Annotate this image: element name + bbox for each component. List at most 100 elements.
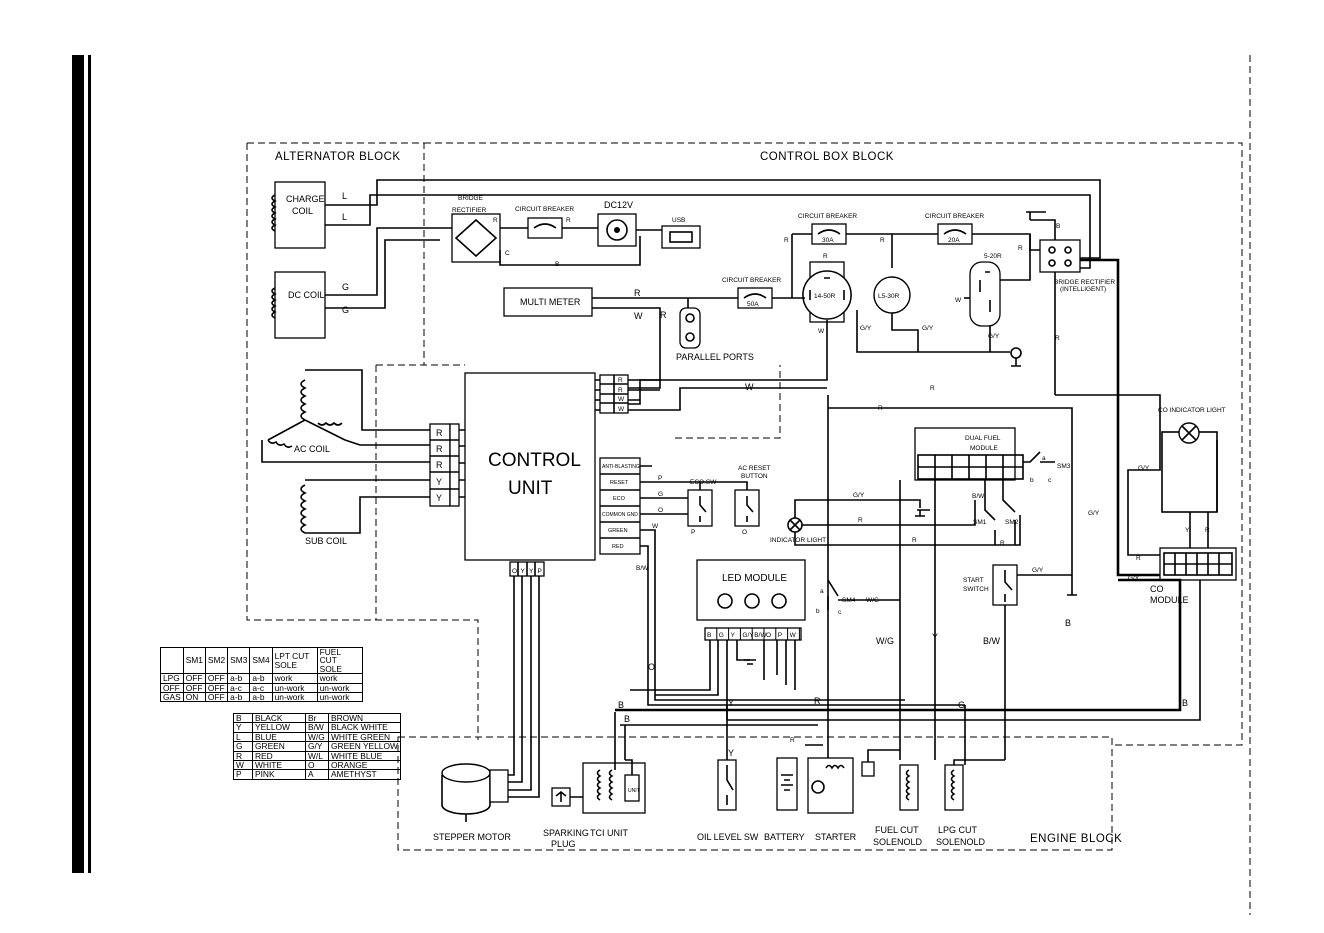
multi-meter: MULTI METER xyxy=(503,287,593,317)
tci-inner-unit-label: UNIT xyxy=(628,788,640,794)
color-legend-cell: Y xyxy=(233,722,253,733)
sm4-c: c xyxy=(838,609,842,616)
starter-relay xyxy=(861,761,875,777)
cb-20a-label: 20A xyxy=(948,237,960,244)
term-red: RED xyxy=(612,544,624,550)
led-pin-label: O xyxy=(766,632,771,639)
cu-term-w1: W xyxy=(618,396,625,403)
control-unit-label-1: CONTROL xyxy=(488,450,581,471)
starter-label: STARTER xyxy=(815,832,857,842)
battery: BATTERY xyxy=(764,757,805,842)
switch-table-cell: work xyxy=(271,673,318,684)
cu-term-w2: W xyxy=(618,406,625,413)
sm2-label: SM2 xyxy=(1005,519,1019,526)
co-module-label-2: MODULE xyxy=(1150,595,1189,605)
charge-coil-label-1: CHARGE xyxy=(286,194,325,204)
cb1-label: CIRCUIT BREAKER xyxy=(515,206,574,213)
cu-term-r2: R xyxy=(618,387,623,394)
switch-table-cell: a-b xyxy=(249,692,273,703)
ac-coil-label: AC COIL xyxy=(294,444,330,454)
oil-level-sw-label: OIL LEVEL SW xyxy=(697,832,759,842)
cu-pin-label: Y xyxy=(521,568,526,575)
wire-w-1450: W xyxy=(818,328,825,335)
color-legend-cell: BLACK WHITE xyxy=(328,722,401,733)
wire-r-sm1: R xyxy=(1000,540,1005,547)
fuel-cut-solenoid: FUEL CUT SOLENOLD xyxy=(873,764,923,847)
wire-r-cb1: R xyxy=(566,217,571,224)
term-r2: R xyxy=(436,444,443,454)
cb3-label: CIRCUIT BREAKER xyxy=(925,213,984,220)
wire-gy-ss: G/Y xyxy=(1032,567,1044,574)
wire-w-mm: W xyxy=(634,311,643,321)
br-intel-label-1: BRIDGE RECTIFIER xyxy=(1054,279,1115,286)
outlet-l5-30r: L5-30R xyxy=(873,276,911,314)
wire-g-eco: G xyxy=(658,491,663,498)
cu-pin-label: Y xyxy=(529,568,534,575)
sm2-switch: SM2 xyxy=(1002,479,1019,545)
led-pin-label: B/W xyxy=(754,632,767,639)
bridge-rectifier-label-1: BRIDGE xyxy=(458,195,484,202)
sm3-switch: SM3 a b c xyxy=(1023,451,1071,484)
ground-symbol-1 xyxy=(1010,347,1022,359)
sm3-label: SM3 xyxy=(1057,463,1071,470)
wire-r-vert: R xyxy=(1055,335,1060,342)
ground-symbol-2 xyxy=(915,509,930,517)
color-legend-cell: P xyxy=(233,769,253,780)
color-legend-cell: PINK xyxy=(252,769,306,780)
fuel-cut-label-1: FUEL CUT xyxy=(875,825,919,835)
color-legend-cell: GREEN xyxy=(252,741,306,752)
wire-r-co: R xyxy=(1205,527,1210,534)
fuel-cut-label-2: SOLENOLD xyxy=(873,837,923,847)
switch-table-cell: OFF xyxy=(204,673,229,684)
term-green: GREEN xyxy=(608,528,628,534)
start-switch-label-1: START xyxy=(963,577,984,584)
co-indicator-label: CO INDICATOR LIGHT xyxy=(1158,407,1226,414)
wire-y-oil: Y xyxy=(728,748,734,758)
br-intel-label-2: (INTELLIGENT) xyxy=(1060,286,1106,293)
ac-terminal-strip: R R R Y Y xyxy=(429,423,460,507)
switch-table-cell: un-work xyxy=(271,692,318,703)
switch-table-header-cell: SM2 xyxy=(204,646,229,675)
wire-l2: L xyxy=(342,212,347,222)
led-1 xyxy=(717,593,733,609)
control-box-block-border xyxy=(375,142,1243,746)
outlet-5-20r-label: 5-20R xyxy=(984,253,1002,260)
switch-table-header-cell xyxy=(160,646,184,675)
wire-r-ind: R xyxy=(858,517,863,524)
tci-unit: UNIT TCI UNIT xyxy=(582,762,646,838)
wire-r-dfm2: R xyxy=(878,405,883,412)
switch-table-cell: OFF xyxy=(204,692,229,703)
sparking-plug-label-2: PLUG xyxy=(551,839,576,849)
wire-y-vert: Y xyxy=(932,632,938,642)
circuit-breaker-20a: CIRCUIT BREAKER 20A xyxy=(925,213,984,245)
co-module-label-1: CO xyxy=(1150,584,1164,594)
outlet-14-50r-label: 14-50R xyxy=(814,293,836,300)
start-switch: START SWITCH xyxy=(963,564,1018,606)
control-box-block-title: CONTROL BOX BLOCK xyxy=(760,151,894,163)
switch-table-header-cell: SM3 xyxy=(227,646,251,675)
lpg-cut-label-1: LPG CUT xyxy=(938,825,978,835)
dual-fuel-label-1: DUAL FUEL xyxy=(965,435,1001,442)
color-legend-cell: G xyxy=(233,741,253,752)
wire-p: P xyxy=(658,475,662,482)
switch-table-cell: ON xyxy=(182,692,206,703)
color-legend-cell: W/L xyxy=(305,750,329,762)
led-module: LED MODULE xyxy=(696,559,806,641)
wire-w-cu: W xyxy=(745,382,754,392)
wire-w-520: W xyxy=(955,297,962,304)
color-legend-cell: A xyxy=(305,769,329,780)
cb-50a-label: 50A xyxy=(747,301,759,308)
switch-table-cell: OFF xyxy=(182,673,206,684)
switch-table-cell: work xyxy=(316,673,363,684)
switch-table-header-cell: SM4 xyxy=(249,646,273,675)
wire-r-ind2: R xyxy=(912,537,917,544)
battery-label: BATTERY xyxy=(764,832,805,842)
ac-reset-o: O xyxy=(742,529,747,536)
ac-reset-label-1: AC RESET xyxy=(738,465,771,472)
wire-r-br: R xyxy=(493,217,498,224)
wire-l1: L xyxy=(342,191,347,201)
